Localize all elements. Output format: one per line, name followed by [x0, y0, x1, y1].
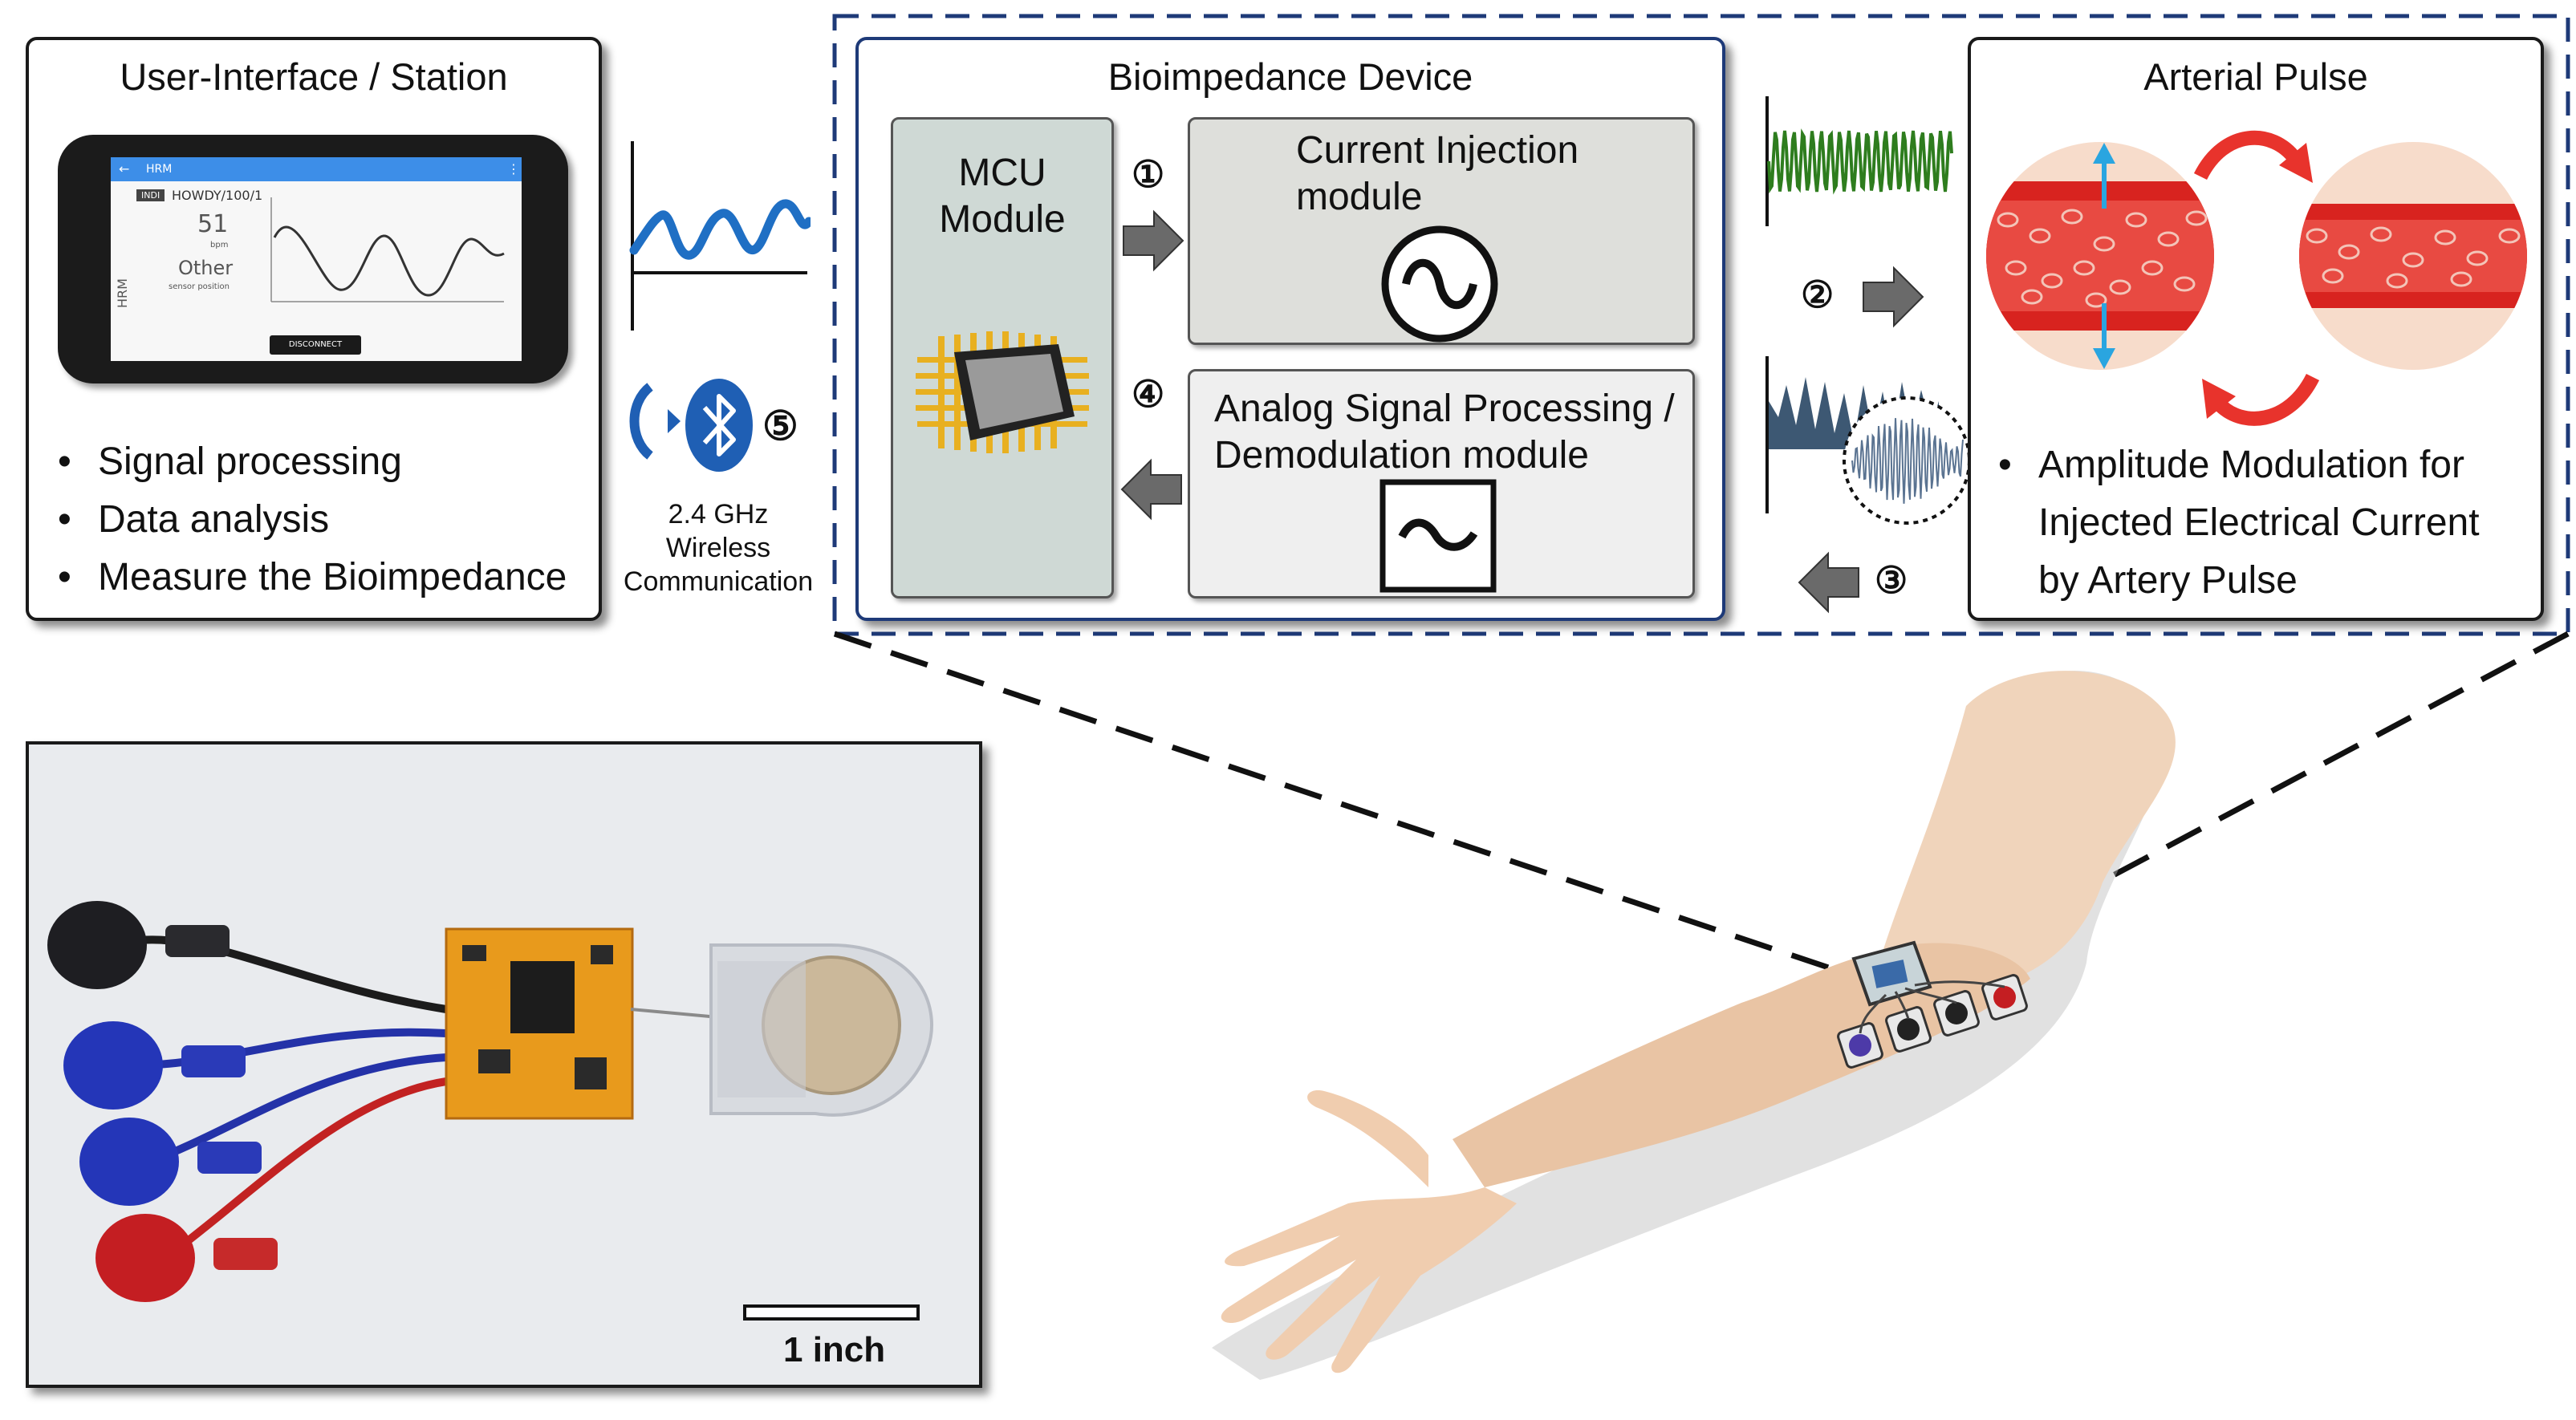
ui-station-title: User-Interface / Station: [120, 55, 508, 98]
bullet-signal-processing: Signal processing: [61, 433, 567, 491]
green-carrier-signal: [1765, 96, 1953, 226]
modulated-signal: [1765, 356, 1971, 525]
mcu-label-line1: MCU: [958, 152, 1046, 194]
device-name: HOWDY/100/1: [172, 188, 263, 203]
microchip-icon: [916, 331, 1089, 453]
arm-forearm: [1453, 943, 2030, 1187]
heart-rate-plot: [270, 197, 505, 302]
arrow-step-1: [1123, 209, 1184, 272]
device-title: Bioimpedance Device: [1107, 55, 1473, 98]
bluetooth-icon: [685, 379, 753, 472]
blue-pulse-signal: [629, 141, 811, 331]
processing-line1: Analog Signal Processing /: [1214, 387, 1675, 430]
back-arrow-icon[interactable]: ←: [119, 161, 130, 176]
signal-processing-label: Analog Signal Processing / Demodulation …: [1214, 386, 1675, 479]
arm-illustration: [1212, 671, 2176, 1380]
bpm-unit: bpm: [210, 241, 229, 250]
artery-constricted: [2299, 142, 2527, 370]
arrow-step-3: [1798, 551, 1859, 614]
step-5-marker: ⑤: [762, 404, 798, 448]
ui-station-panel: User-Interface / Station ← HRM ⋮ INDI HO…: [26, 37, 602, 621]
electrode-blue-2: [79, 1118, 179, 1206]
mcu-label-line2: Module: [939, 198, 1066, 241]
injection-line2: module: [1296, 176, 1423, 218]
app-header: ← HRM ⋮: [111, 157, 522, 181]
wireless-line2: Wireless: [665, 533, 771, 563]
step-2-marker: ②: [1801, 274, 1834, 315]
step-3-marker: ③: [1875, 559, 1908, 601]
app-name: HRM: [146, 163, 173, 176]
disconnect-button[interactable]: DISCONNECT: [270, 335, 361, 355]
pulse-bullet-line2: Injected Electrical Current: [2038, 501, 2480, 544]
bpm-value: 51: [197, 210, 229, 238]
current-injection-module: Current Injection module: [1188, 117, 1695, 345]
arrow-step-2: [1863, 266, 1924, 328]
arterial-pulse-title: Arterial Pulse: [2143, 55, 2368, 98]
step-1-marker: ①: [1132, 153, 1165, 195]
scale-bar: [743, 1304, 920, 1321]
arm-hand: [1221, 1090, 1517, 1373]
wireless-line1: 2.4 GHz: [668, 499, 769, 529]
processing-line2: Demodulation module: [1214, 434, 1589, 477]
side-label: HRM: [114, 278, 130, 308]
current-injection-label: Current Injection module: [1296, 128, 1579, 221]
photo-illustration: [47, 901, 933, 1321]
arterial-pulse-bullet: •Amplitude Modulation for Injected Elect…: [1998, 436, 2480, 610]
ui-station-bullets: Signal processing Data analysis Measure …: [61, 433, 567, 607]
injection-line1: Current Injection: [1296, 129, 1579, 172]
pulse-bullet-line3: by Artery Pulse: [2038, 559, 2298, 602]
wireless-line3: Communication: [623, 566, 814, 597]
phone-screen: ← HRM ⋮ INDI HOWDY/100/1 HRM 51 bpm Othe…: [111, 157, 522, 361]
sensor-label: sensor position: [169, 282, 230, 291]
wireless-caption: 2.4 GHz Wireless Communication: [610, 497, 827, 598]
device-photo: 1 inch: [26, 741, 982, 1388]
mcu-label: MCU Module: [893, 150, 1111, 243]
overflow-menu-icon[interactable]: ⋮: [507, 161, 520, 176]
bullet-measure-bioimpedance: Measure the Bioimpedance: [61, 549, 567, 607]
signal-processing-module: Analog Signal Processing / Demodulation …: [1188, 369, 1695, 598]
disconnect-label: DISCONNECT: [288, 340, 343, 349]
arterial-pulse-panel: Arterial Pulse: [1968, 37, 2544, 621]
sensor-value: Other: [178, 257, 234, 279]
phone-device: ← HRM ⋮ INDI HOWDY/100/1 HRM 51 bpm Othe…: [58, 135, 568, 383]
wireless-waves-icon: [629, 383, 681, 460]
device-badge: INDI: [136, 189, 165, 201]
electrode-black: [47, 901, 147, 989]
electrode-blue-1: [63, 1021, 163, 1110]
arm-electrodes: [1837, 974, 2028, 1069]
pulse-bullet-text1: Amplitude Modulation for: [2038, 444, 2464, 486]
electrode-red: [95, 1214, 195, 1302]
arrow-step-4: [1120, 458, 1182, 521]
bioimpedance-device-panel: Bioimpedance Device MCU Module ① ④ Curre…: [855, 37, 1725, 621]
step-4-marker: ④: [1132, 373, 1165, 415]
scale-bar-label: 1 inch: [783, 1330, 886, 1369]
artery-dilated: [1986, 142, 2214, 370]
ac-source-icon: [1381, 225, 1498, 343]
filter-icon: [1379, 479, 1497, 593]
mcu-module: MCU Module: [891, 117, 1114, 598]
cycle-arrow-bottom: [2202, 373, 2320, 426]
pulse-bullet-line1: •Amplitude Modulation for: [1998, 444, 2464, 486]
cycle-arrow-top: [2193, 130, 2313, 183]
bullet-data-analysis: Data analysis: [61, 491, 567, 549]
